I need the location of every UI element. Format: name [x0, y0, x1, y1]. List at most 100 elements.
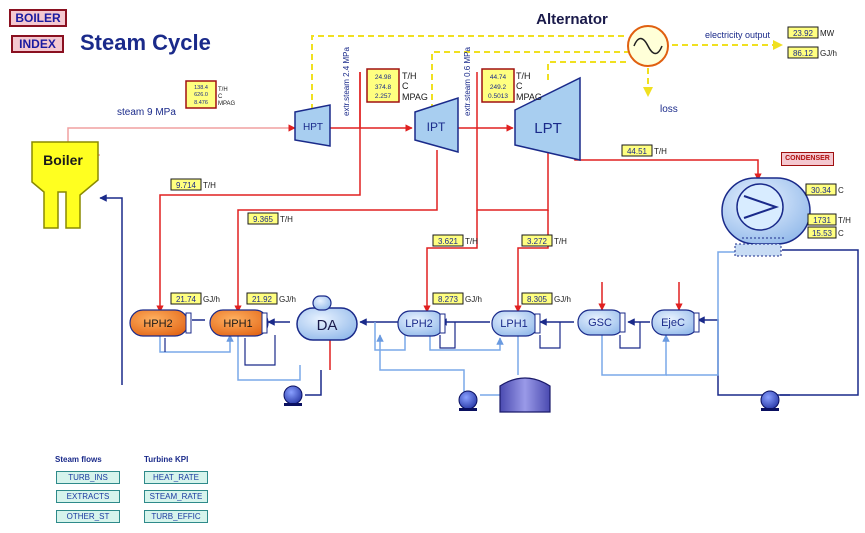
unit: T/H — [838, 216, 851, 225]
value: 8.476 — [194, 100, 208, 106]
power-gj-readout: 86.12 GJ/h — [787, 46, 837, 59]
steam-flow-turb-ins-button[interactable]: TURB_INS — [56, 471, 120, 484]
hph1-extr-readout: 9.365 T/H — [247, 212, 293, 225]
unit: T/H — [516, 71, 531, 81]
electricity-output-label: electricity output — [705, 30, 771, 40]
steam-flow-other-st-button[interactable]: OTHER_ST — [56, 510, 120, 523]
value: 249.2 — [490, 84, 507, 91]
value: 138.4 — [194, 85, 208, 91]
extr-24-label: extr.steam 2.4 MPa — [342, 47, 351, 116]
lph2-label: LPH2 — [405, 318, 433, 330]
turbine-kpi-title: Turbine KPI — [144, 455, 188, 464]
unit: C — [838, 229, 844, 238]
unit: T/H — [203, 181, 216, 190]
alternator-label: Alternator — [536, 11, 608, 28]
lp-turbine[interactable]: LPT — [514, 76, 581, 161]
value: 3.621 — [438, 237, 459, 246]
value: 2.257 — [375, 93, 392, 100]
extr-ip-readout: 44.74 249.2 0.5013 T/H C MPAG — [481, 68, 542, 103]
lph1-extr-readout: 3.272 T/H — [521, 234, 567, 247]
condenser[interactable] — [721, 177, 811, 257]
hph1-heat-readout: 21.92 GJ/h — [246, 292, 296, 305]
extr-06-label: extr.steam 0.6 MPa — [463, 47, 472, 116]
unit: T/H — [554, 237, 567, 246]
makeup-tank[interactable] — [499, 377, 551, 413]
steam-flow-extracts-button[interactable]: EXTRACTS — [56, 490, 120, 503]
value: 8.273 — [438, 295, 459, 304]
lph1-label: LPH1 — [500, 318, 528, 330]
boiler-label: Boiler — [43, 152, 83, 168]
da-label: DA — [317, 317, 338, 334]
power-mw-readout: 23.92 MW — [787, 26, 835, 39]
lph1-heat-readout: 8.305 GJ/h — [521, 292, 571, 305]
hp-turbine[interactable]: HPT — [294, 104, 331, 147]
value: 15.53 — [812, 229, 833, 238]
value: 626.0 — [194, 92, 208, 98]
cond-temp-readout: 30.34 C — [805, 183, 844, 196]
unit: GJ/h — [279, 295, 296, 304]
hpt-label: HPT — [303, 122, 323, 133]
unit: GJ/h — [203, 295, 220, 304]
boiler[interactable]: Boiler — [31, 141, 99, 229]
value: 44.51 — [627, 147, 648, 156]
ejec-label: EjeC — [661, 317, 685, 329]
value: 23.92 — [793, 29, 814, 38]
value: 44.74 — [490, 74, 507, 81]
alternator[interactable] — [627, 25, 669, 67]
value: 30.34 — [811, 186, 832, 195]
unit: T/H — [654, 147, 667, 156]
unit: C — [516, 81, 523, 91]
value: 86.12 — [793, 49, 814, 58]
main-steam-readout: 138.4 626.0 8.476 T/H C MPAG — [185, 80, 236, 109]
unit: T/H — [402, 71, 417, 81]
lph2-heater[interactable]: LPH2 — [397, 310, 446, 337]
boiler-nav-button[interactable]: BOILER — [9, 9, 67, 27]
page-title: Steam Cycle — [80, 30, 211, 55]
steam-main-label: steam 9 MPa — [117, 107, 176, 118]
value: 9.714 — [176, 181, 197, 190]
ejector-cooler[interactable]: EjeC — [651, 309, 700, 336]
ipt-label: IPT — [427, 120, 446, 134]
deaerator[interactable]: DA — [296, 295, 358, 341]
condensate-pump[interactable] — [458, 390, 478, 411]
value: 21.92 — [252, 295, 273, 304]
value: 8.305 — [527, 295, 548, 304]
feedwater-pump[interactable] — [283, 385, 303, 406]
lph1-heater[interactable]: LPH1 — [491, 310, 541, 337]
hph2-label: HPH2 — [143, 318, 172, 330]
kpi-steam-rate-button[interactable]: STEAM_RATE — [144, 490, 208, 503]
value: 0.5013 — [488, 93, 508, 100]
unit: GJ/h — [465, 295, 482, 304]
lph2-extr-readout: 3.621 T/H — [432, 234, 478, 247]
kpi-turb-effic-button[interactable]: TURB_EFFIC — [144, 510, 208, 523]
ip-turbine[interactable]: IPT — [414, 96, 459, 153]
condenser-button[interactable]: CONDENSER — [781, 152, 834, 166]
hph2-extr-readout: 9.714 T/H — [170, 178, 216, 191]
condensate-lines — [159, 251, 735, 396]
unit: C — [838, 186, 844, 195]
unit: T/H — [465, 237, 478, 246]
value: 24.98 — [375, 74, 392, 81]
unit: MPAG — [218, 101, 236, 107]
drain-lines — [164, 322, 641, 366]
index-nav-button[interactable]: INDEX — [11, 35, 64, 53]
cw-temp-readout: 15.53 C — [807, 226, 844, 239]
extr-hp-readout: 24.98 374.8 2.257 T/H C MPAG — [366, 68, 428, 103]
unit: GJ/h — [554, 295, 571, 304]
hph1-heater[interactable]: HPH1 — [209, 309, 269, 337]
lpt-label: LPT — [534, 120, 562, 137]
value: 3.272 — [527, 237, 548, 246]
hph2-heat-readout: 21.74 GJ/h — [170, 292, 220, 305]
hph1-label: HPH1 — [223, 318, 252, 330]
power-links — [311, 35, 783, 110]
steam-flows-title: Steam flows — [55, 455, 102, 464]
unit: T/H — [218, 87, 228, 93]
unit: MW — [820, 29, 835, 38]
hph2-heater[interactable]: HPH2 — [129, 309, 192, 337]
unit: C — [218, 94, 223, 100]
cooling-water-pump[interactable] — [760, 390, 780, 411]
kpi-heat-rate-button[interactable]: HEAT_RATE — [144, 471, 208, 484]
cw-flow-readout: 1731 T/H — [807, 213, 851, 226]
gsc-cooler[interactable]: GSC — [577, 309, 626, 336]
value: 21.74 — [176, 295, 197, 304]
